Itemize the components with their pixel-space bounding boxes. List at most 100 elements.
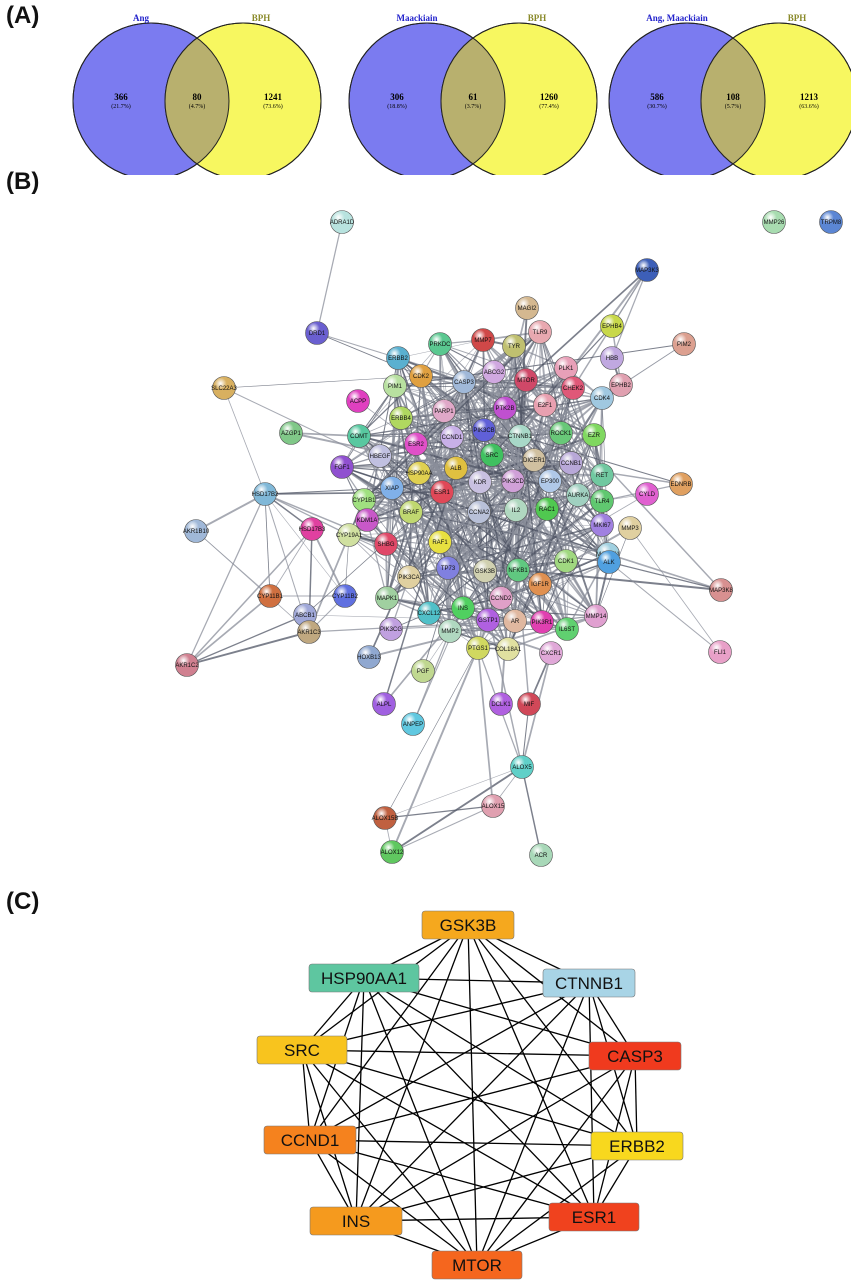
network-node[interactable]: MAPK1: [375, 586, 399, 610]
network-node[interactable]: TYR: [502, 334, 526, 358]
network-node[interactable]: ALPL: [372, 692, 396, 716]
network-node[interactable]: NFKB1: [506, 558, 530, 582]
network-node[interactable]: HSD17B3: [299, 517, 326, 541]
network-node[interactable]: HOXB13: [357, 645, 381, 669]
network-node[interactable]: AKR1C2: [175, 653, 199, 677]
network-node[interactable]: ERBB2: [386, 346, 410, 370]
network-node[interactable]: CYP11B2: [332, 584, 359, 608]
network-node[interactable]: MAP3K3: [635, 258, 659, 282]
network-node[interactable]: HBB: [600, 346, 624, 370]
network-node[interactable]: ANPEP: [401, 712, 425, 736]
network-node[interactable]: ESR2: [404, 432, 428, 456]
network-node[interactable]: CYP1B1: [352, 488, 376, 512]
network-node[interactable]: EP300: [538, 469, 562, 493]
network-node[interactable]: FGF1: [330, 455, 354, 479]
network-node[interactable]: TRPM8: [819, 210, 843, 234]
network-node[interactable]: CCND1: [440, 425, 464, 449]
network-node[interactable]: RAC1: [535, 497, 559, 521]
network-node[interactable]: CCND2: [489, 586, 513, 610]
network-node[interactable]: KDR: [468, 470, 492, 494]
network-node[interactable]: TP73: [436, 556, 460, 580]
hub-node-esr1[interactable]: ESR1: [548, 1202, 640, 1232]
network-node[interactable]: DICER1: [522, 448, 546, 472]
network-node[interactable]: DCLK1: [489, 692, 513, 716]
network-node[interactable]: IGF1R: [528, 572, 552, 596]
network-node[interactable]: GSTP1: [476, 608, 500, 632]
network-node[interactable]: MMP2: [438, 619, 462, 643]
network-node[interactable]: EDNRB: [669, 472, 693, 496]
network-node[interactable]: PARP1: [432, 399, 456, 423]
network-node[interactable]: BRAF: [399, 500, 423, 524]
network-node[interactable]: ALB: [444, 456, 468, 480]
network-node[interactable]: MMP7: [471, 328, 495, 352]
network-node[interactable]: AURKA: [566, 483, 590, 507]
network-node[interactable]: PIK3CD: [501, 469, 525, 493]
network-node[interactable]: CDK4: [590, 386, 614, 410]
network-node[interactable]: ROCK1: [549, 421, 573, 445]
network-node[interactable]: ALOX5: [510, 755, 534, 779]
network-node[interactable]: CDK2: [409, 364, 433, 388]
network-node[interactable]: CCNA2: [467, 500, 491, 524]
network-node[interactable]: ERBB4: [389, 406, 413, 430]
network-node[interactable]: DRD1: [305, 321, 329, 345]
network-node[interactable]: PLK1: [554, 356, 578, 380]
network-node[interactable]: ALOX15B: [372, 806, 399, 830]
network-node[interactable]: PIK3CB: [472, 418, 496, 442]
network-node[interactable]: EPHB2: [609, 373, 633, 397]
network-node[interactable]: ADRA1D: [330, 210, 355, 234]
network-node[interactable]: AR: [503, 609, 527, 633]
network-node[interactable]: CCNB1: [559, 451, 583, 475]
network-node[interactable]: PIK3R1: [530, 610, 554, 634]
network-node[interactable]: SLC22A3: [211, 376, 238, 400]
network-node[interactable]: HSP90AA: [405, 461, 433, 485]
network-node[interactable]: SRC: [480, 443, 504, 467]
network-node[interactable]: IL6ST: [555, 617, 579, 641]
network-node[interactable]: MTOR: [514, 368, 538, 392]
network-node[interactable]: AKR1B10: [183, 519, 210, 543]
network-node[interactable]: CXCL12: [417, 601, 441, 625]
network-node[interactable]: AKR1C3: [297, 620, 321, 644]
network-node[interactable]: TLR9: [528, 320, 552, 344]
hub-node-hsp90aa1[interactable]: HSP90AA1: [308, 963, 420, 993]
network-node[interactable]: ACPP: [346, 389, 370, 413]
network-node[interactable]: PTK2B: [493, 396, 517, 420]
network-node[interactable]: INS: [451, 596, 475, 620]
network-node[interactable]: PIK3CA: [397, 565, 421, 589]
network-node[interactable]: MIF: [517, 692, 541, 716]
network-node[interactable]: IL2: [504, 498, 528, 522]
network-node[interactable]: RAF1: [428, 530, 452, 554]
network-node[interactable]: E2F1: [533, 393, 557, 417]
network-node[interactable]: FLI1: [708, 640, 732, 664]
network-node[interactable]: ABCG2: [482, 360, 506, 384]
hub-node-src[interactable]: SRC: [256, 1035, 348, 1065]
network-node[interactable]: CYLD: [635, 482, 659, 506]
network-node[interactable]: CYP11B1: [257, 584, 284, 608]
network-node[interactable]: RET: [590, 463, 614, 487]
network-node[interactable]: HSD17B2: [252, 482, 279, 506]
network-node[interactable]: PTGS1: [466, 636, 490, 660]
network-node[interactable]: ALK: [597, 550, 621, 574]
network-node[interactable]: MAGI2: [515, 296, 539, 320]
network-node[interactable]: KDM1A: [355, 508, 379, 532]
network-node[interactable]: GSK3B: [473, 559, 497, 583]
network-node[interactable]: ALOX12: [380, 840, 405, 864]
network-node[interactable]: MMP26: [762, 210, 786, 234]
network-node[interactable]: CTNNB1: [508, 424, 533, 448]
network-node[interactable]: CHEK2: [561, 376, 585, 400]
network-node[interactable]: MMP3: [618, 516, 642, 540]
network-node[interactable]: ESR1: [430, 480, 454, 504]
network-node[interactable]: EPHB4: [600, 314, 624, 338]
network-node[interactable]: PIK3CG: [379, 617, 403, 641]
hub-node-gsk3b[interactable]: GSK3B: [421, 910, 515, 940]
network-node[interactable]: PGF: [411, 659, 435, 683]
network-node[interactable]: COMT: [347, 424, 371, 448]
network-node[interactable]: HBEGF: [368, 444, 392, 468]
network-node[interactable]: CASP3: [452, 370, 476, 394]
network-node[interactable]: MMP14: [584, 604, 608, 628]
hub-node-ins[interactable]: INS: [309, 1206, 403, 1236]
network-node[interactable]: PIM1: [383, 374, 407, 398]
network-node[interactable]: ACR: [529, 843, 553, 867]
network-node[interactable]: CDK1: [554, 549, 578, 573]
network-node[interactable]: ALOX15: [481, 794, 506, 818]
network-node[interactable]: COL18A1: [495, 637, 522, 661]
